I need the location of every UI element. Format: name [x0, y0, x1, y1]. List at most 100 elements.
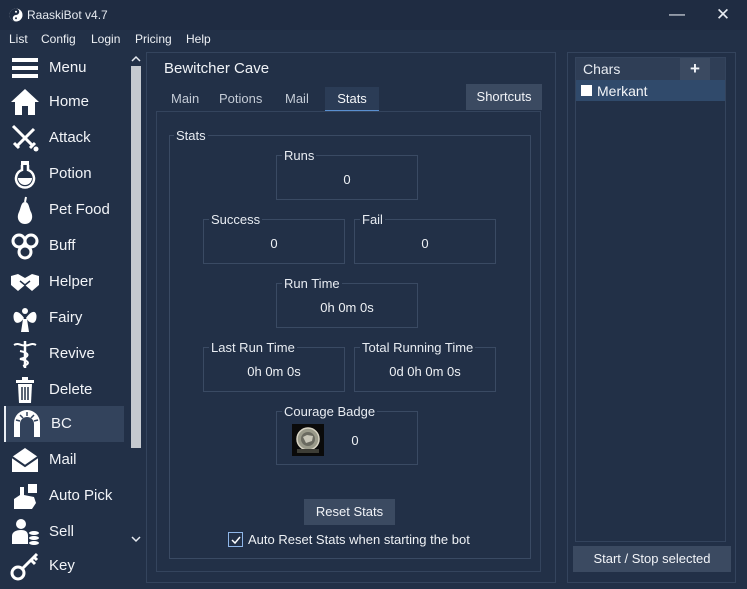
window-title: RaaskiBot v4.7	[27, 8, 108, 22]
sidebar: Menu Home Attack Potion Pet Food	[0, 50, 143, 589]
menu-pricing[interactable]: Pricing	[135, 32, 172, 46]
stats-group-title: Stats	[174, 128, 208, 143]
sidebar-item-label: Fairy	[49, 309, 83, 326]
sidebar-item-label: Delete	[49, 381, 93, 398]
runs-box	[276, 155, 418, 200]
success-box	[203, 219, 345, 264]
last-run-time-value: 0h 0m 0s	[247, 364, 301, 379]
hand-pick-icon	[14, 484, 37, 509]
chars-title: Chars	[583, 61, 621, 77]
handshake-icon	[11, 274, 39, 291]
add-char-button[interactable]: +	[680, 58, 710, 80]
sidebar-item-label: Attack	[49, 129, 91, 146]
total-running-time-label: Total Running Time	[360, 340, 476, 355]
swirl-icon	[11, 233, 39, 260]
fail-box	[354, 219, 496, 264]
sidebar-item-label: Home	[49, 93, 90, 110]
title-bar: RaaskiBot v4.7 — ✕	[0, 0, 747, 30]
run-time-label: Run Time	[282, 276, 342, 291]
sidebar-item-auto-pick[interactable]: Auto Pick	[4, 478, 124, 514]
close-button[interactable]: ✕	[715, 5, 731, 24]
fairy-icon	[13, 308, 37, 332]
sidebar-item-pet-food[interactable]: Pet Food	[4, 192, 124, 228]
fail-value: 0	[421, 236, 429, 251]
main-panel	[146, 52, 556, 583]
tab-potions[interactable]: Potions	[219, 91, 263, 106]
tab-main[interactable]: Main	[171, 91, 200, 106]
swords-icon	[11, 124, 39, 152]
sidebar-item-label: Potion	[49, 165, 92, 182]
sidebar-item-label: Mail	[49, 451, 77, 468]
scroll-up-arrow-icon[interactable]	[130, 53, 142, 65]
sidebar-item-menu[interactable]: Menu	[4, 50, 124, 86]
sidebar-item-label: Sell	[49, 523, 75, 540]
auto-reset-checkbox[interactable]	[228, 532, 243, 547]
sidebar-item-buff[interactable]: Buff	[4, 228, 124, 264]
pear-icon	[17, 196, 33, 224]
tab-mail[interactable]: Mail	[285, 91, 309, 106]
home-icon	[11, 89, 39, 115]
sidebar-item-label: Pet Food	[49, 201, 110, 218]
sidebar-item-label: Buff	[49, 237, 76, 254]
scroll-down-arrow-icon[interactable]	[130, 533, 142, 545]
sidebar-item-revive[interactable]: Revive	[4, 336, 124, 372]
start-stop-button[interactable]: Start / Stop selected	[573, 546, 731, 572]
hamburger-icon	[12, 58, 38, 78]
caduceus-icon	[13, 341, 37, 368]
menu-help[interactable]: Help	[186, 32, 211, 46]
sidebar-item-fairy[interactable]: Fairy	[4, 300, 124, 336]
success-value: 0	[270, 236, 278, 251]
checkmark-icon	[231, 536, 241, 545]
potion-icon	[14, 161, 36, 189]
runs-value: 0	[343, 172, 351, 187]
menu-login[interactable]: Login	[91, 32, 121, 46]
courage-badge-label: Courage Badge	[282, 404, 378, 419]
runs-label: Runs	[282, 148, 317, 163]
chars-panel	[567, 52, 736, 583]
tab-stats[interactable]: Stats	[325, 87, 379, 111]
shortcuts-button[interactable]: Shortcuts	[466, 84, 542, 110]
cave-icon	[14, 410, 40, 437]
run-time-box	[276, 283, 418, 328]
char-checkbox[interactable]	[581, 85, 592, 96]
last-run-time-label: Last Run Time	[209, 340, 297, 355]
stats-groupbox	[169, 135, 531, 559]
key-icon	[10, 552, 39, 581]
sidebar-item-key[interactable]: Key	[4, 548, 124, 584]
trash-icon	[16, 377, 34, 403]
sidebar-item-home[interactable]: Home	[4, 84, 124, 120]
page-title: Bewitcher Cave	[164, 60, 270, 77]
sidebar-item-sell[interactable]: Sell	[4, 514, 124, 550]
minimize-button[interactable]: —	[669, 6, 685, 23]
mail-icon	[11, 448, 39, 472]
total-running-time-value: 0d 0h 0m 0s	[389, 364, 461, 379]
sidebar-scroll-thumb[interactable]	[131, 66, 141, 448]
sidebar-item-label: Helper	[49, 273, 94, 290]
sidebar-item-potion[interactable]: Potion	[4, 156, 124, 192]
menu-bar: List Config Login Pricing Help	[0, 30, 747, 50]
success-label: Success	[209, 212, 263, 227]
sidebar-item-label: Auto Pick	[49, 487, 113, 504]
menu-list[interactable]: List	[9, 32, 28, 46]
sidebar-item-delete[interactable]: Delete	[4, 372, 124, 408]
courage-badge-value: 0	[351, 433, 359, 448]
list-item[interactable]	[576, 80, 725, 101]
stats-tab-content	[156, 111, 541, 572]
menu-config[interactable]: Config	[41, 32, 76, 46]
sidebar-item-label: BC	[51, 415, 72, 432]
sidebar-item-label: Key	[49, 557, 75, 574]
sidebar-item-label: Menu	[49, 59, 87, 76]
sidebar-item-helper[interactable]: Helper	[4, 264, 124, 300]
reset-stats-button[interactable]: Reset Stats	[304, 499, 395, 525]
sidebar-item-bc[interactable]: BC	[4, 406, 124, 442]
sidebar-item-mail[interactable]: Mail	[4, 442, 124, 478]
sidebar-item-attack[interactable]: Attack	[4, 120, 124, 156]
auto-reset-label[interactable]: Auto Reset Stats when starting the bot	[248, 532, 470, 547]
sidebar-item-label: Revive	[49, 345, 95, 362]
chars-list	[575, 57, 726, 542]
courage-badge-icon	[292, 424, 324, 456]
char-name[interactable]: Merkant	[597, 83, 648, 99]
sell-icon	[12, 519, 39, 545]
app-logo-icon	[9, 8, 23, 22]
run-time-value: 0h 0m 0s	[320, 300, 374, 315]
